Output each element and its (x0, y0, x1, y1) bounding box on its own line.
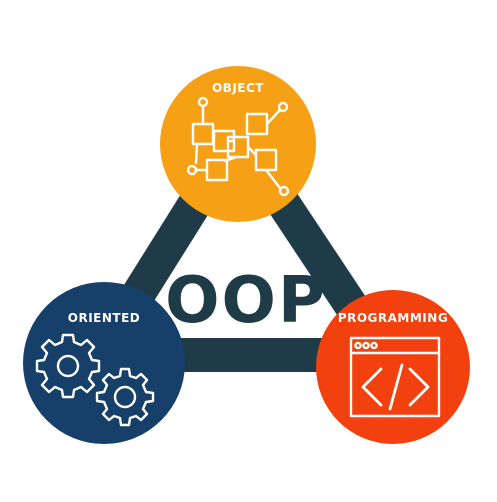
node-oriented: ORIENTED (23, 282, 185, 444)
programming-label: PROGRAMMING (338, 311, 448, 325)
programming-circle (316, 290, 470, 444)
object-label: OBJECT (212, 81, 264, 95)
gears-icon (35, 333, 155, 427)
oriented-label: ORIENTED (68, 311, 141, 325)
oriented-circle (23, 282, 185, 444)
node-object: OBJECT (160, 66, 316, 222)
object-blocks-icon (186, 96, 290, 197)
code-window-icon (349, 336, 441, 418)
center-title: OOP (165, 264, 327, 338)
node-programming: PROGRAMMING (316, 290, 470, 444)
